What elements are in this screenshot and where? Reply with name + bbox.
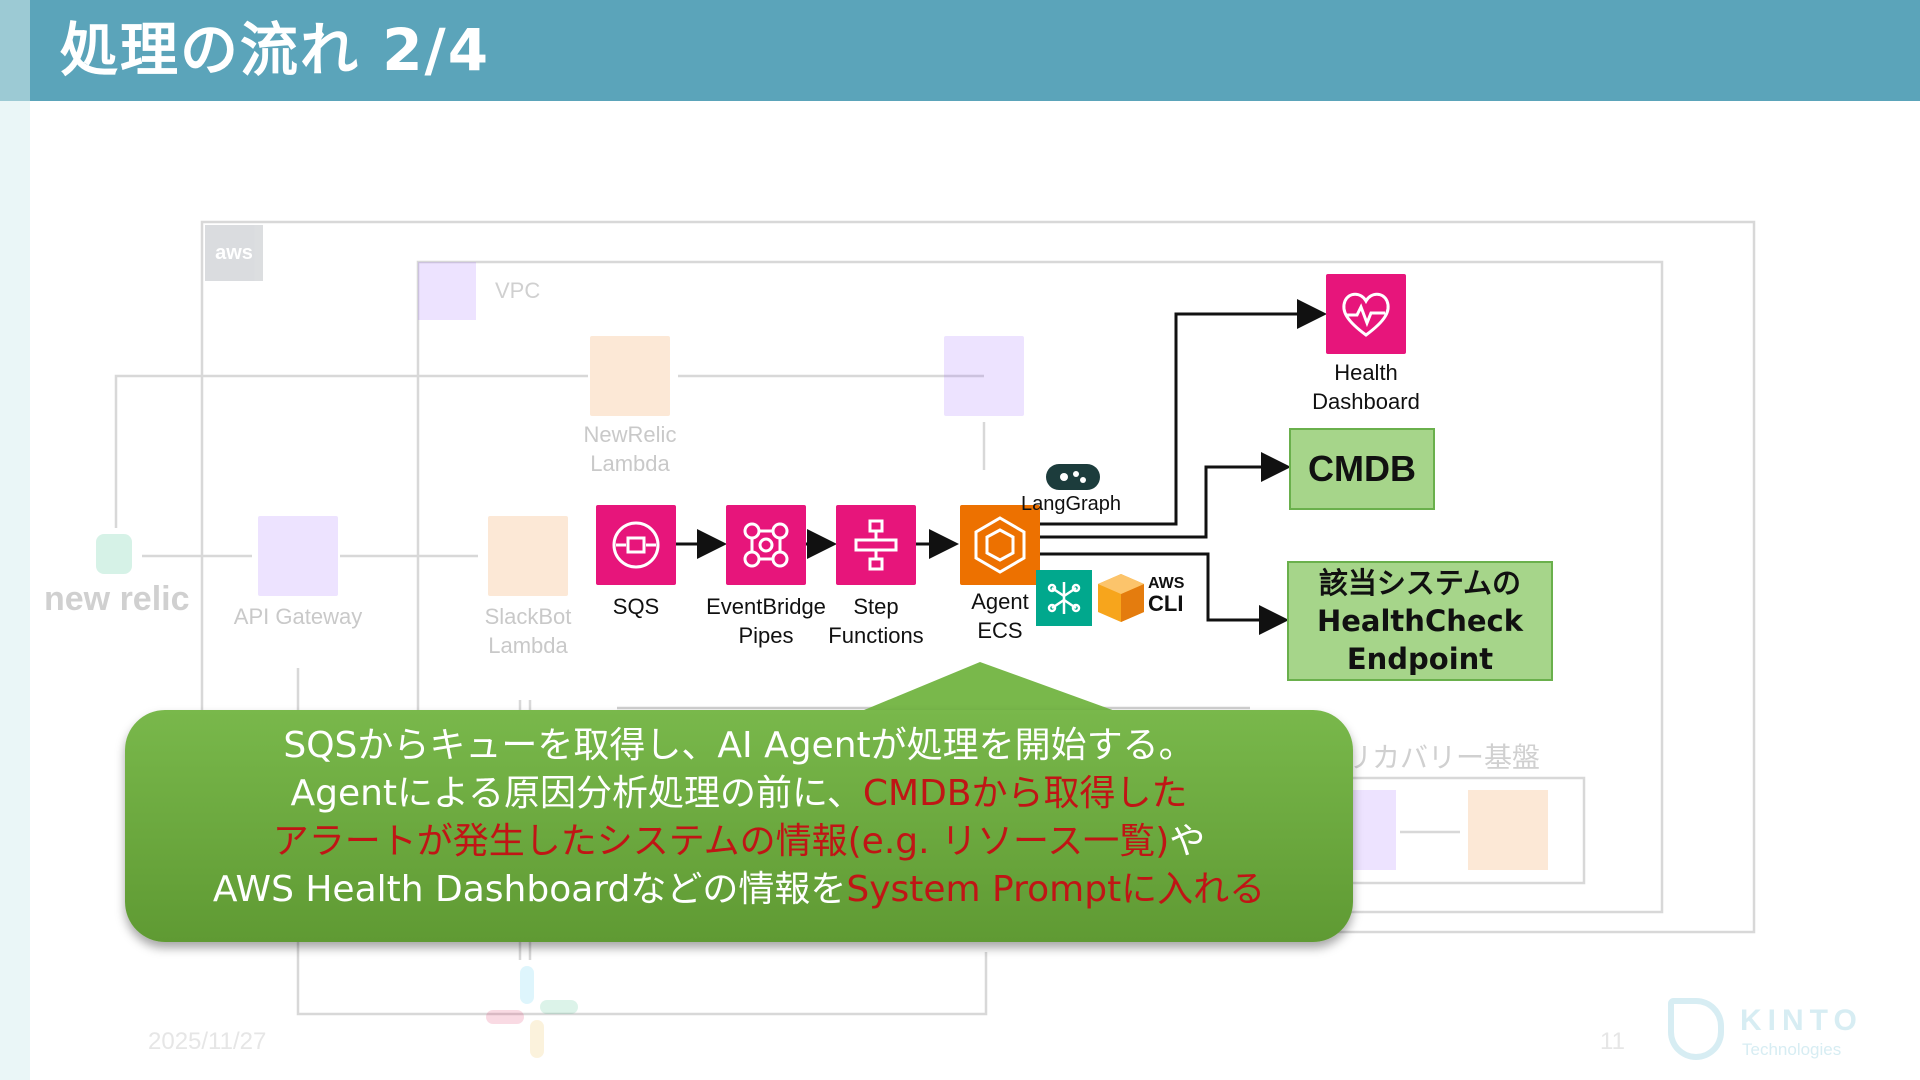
eventbridge-pipes-label: EventBridge Pipes [706,594,826,648]
slide-title: 処理の流れ 2/4 [60,16,491,84]
slackbot-lambda-icon [488,516,568,596]
kinto-logo-text: KINTO [1740,1004,1863,1037]
header-bar [30,0,1920,101]
recovery-label: リカバリー基盤 [1344,741,1541,774]
callout-pointer [840,662,1140,720]
api-gateway-top-icon [944,336,1024,416]
newrelic-logo-icon [96,534,132,574]
healthcheck-line1: 該当システムの [1318,566,1522,600]
sqs-icon [596,505,676,585]
eventbridge-pipes-icon [726,505,806,585]
slide-date: 2025/11/27 [148,1028,267,1055]
step-functions-icon [836,505,916,585]
agent-ecs-icon [960,505,1040,585]
health-dashboard-icon [1326,274,1406,354]
callout-line3: アラートが発生したシステムの情報(e.g. リソース一覧)や [272,821,1206,862]
callout-bubble [125,710,1353,942]
agent-ecs-label: Agent ECS [971,589,1029,643]
langgraph-logo-icon [1046,464,1100,490]
vpc-cloud-icon [418,262,476,320]
healthcheck-line2: HealthCheck [1316,604,1524,638]
healthcheck-endpoint-box: 該当システムの HealthCheck Endpoint [1287,561,1553,681]
aws-logo-badge: aws [205,225,263,281]
health-dashboard-label: Health Dashboard [1312,360,1420,414]
callout-text: SQSからキューを取得し、AI Agentが処理を開始する。 Agentによる原… [125,722,1353,914]
newrelic-logo-text: new relic [44,580,190,618]
healthcheck-line3: Endpoint [1346,642,1494,676]
kinto-logo-icon [1668,998,1724,1060]
langgraph-label: LangGraph [1020,493,1122,515]
slack-logo-icon [486,966,578,1058]
step-functions-label: Step Functions [828,594,924,648]
api-gateway-label: API Gateway [233,604,363,629]
slackbot-lambda-label: SlackBot Lambda [484,604,572,658]
newrelic-lambda-icon [590,336,670,416]
sqs-label: SQS [612,594,660,619]
cmdb-box: CMDB [1289,428,1435,510]
left-accent-strip-top [0,0,30,101]
page-number: 11 [1600,1028,1625,1055]
vpc-label: VPC [495,278,541,303]
bedrock-icon [1036,570,1092,626]
callout-line1: SQSからキューを取得し、AI Agentが処理を開始する。 [283,725,1195,766]
callout-line2: Agentによる原因分析処理の前に、CMDBから取得した [290,773,1188,814]
left-accent-strip [0,0,30,1080]
newrelic-lambda-label: NewRelic Lambda [583,422,677,476]
api-gateway-icon [258,516,338,596]
kinto-logo-subtext: Technologies [1742,1040,1842,1059]
recovery-lambda-icon [1468,790,1548,870]
cmdb-label: CMDB [1308,448,1416,489]
aws-cli-label: AWS CLI [1148,575,1185,616]
aws-cli-box-icon [1094,570,1148,624]
callout-line4: AWS Health Dashboardなどの情報をSystem Promptに… [212,869,1266,910]
